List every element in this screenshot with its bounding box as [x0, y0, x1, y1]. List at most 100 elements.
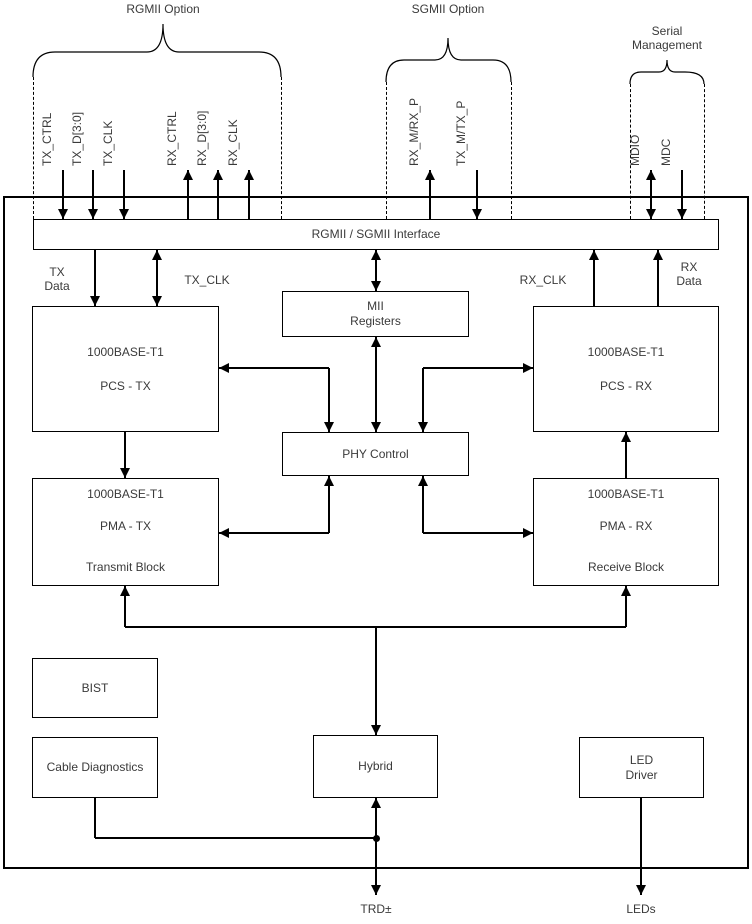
- trd-label: TRD±: [360, 902, 392, 916]
- cable-diagnostics-block: Cable Diagnostics: [32, 737, 158, 798]
- serial-boundary-right: [704, 84, 705, 219]
- mdio-arrowhead-up: [646, 170, 656, 180]
- pcs-tx-block: 1000BASE-T1 PCS - TX: [32, 306, 219, 432]
- led-driver-arrowhead: [636, 885, 646, 895]
- tx-d-line: [92, 170, 94, 219]
- bus-pma-rx-arrowhead: [621, 586, 631, 596]
- cable-diag-vline: [94, 798, 96, 838]
- rx-m-rx-p-line: [429, 170, 431, 219]
- mdio-line: [650, 170, 652, 219]
- pcs-tx-phy-vline: [328, 368, 330, 432]
- pcs-pma-tx-arrowhead: [120, 468, 130, 478]
- mdc-line: [681, 170, 683, 219]
- rgmii-option-label: RGMII Option: [126, 2, 200, 16]
- signal-label-mdc: MDC: [659, 138, 673, 166]
- pcs-pma-tx-line: [124, 432, 126, 478]
- phy-pcs-rx-arrowhead-right: [523, 363, 533, 373]
- mdc-arrowhead: [677, 209, 687, 219]
- interface-mii-arrowhead-down: [371, 281, 381, 291]
- phy-pma-rx-arrowhead-right: [523, 528, 533, 538]
- phy-pma-rx-hline: [423, 532, 533, 534]
- rx-data-label: RX Data: [676, 260, 702, 288]
- serial-management-line1: Serial: [651, 24, 683, 38]
- phy-pma-rx-vline: [422, 476, 424, 533]
- rx-clk-line: [248, 170, 250, 219]
- phy-pcs-rx-hline: [423, 367, 533, 369]
- sgmii-option-label: SGMII Option: [411, 2, 485, 16]
- tx-d-arrowhead: [88, 209, 98, 219]
- rgmii-boundary-right: [281, 77, 282, 219]
- rx-clk-arrowhead: [244, 170, 254, 180]
- leds-label: LEDs: [626, 902, 656, 916]
- rx-ctrl-arrowhead: [183, 170, 193, 180]
- signal-label-tx-m-tx-p: TX_M/TX_P: [454, 100, 468, 166]
- rx-data-line: [657, 250, 659, 306]
- tx-clk-line: [123, 170, 125, 219]
- rgmii-sgmii-interface-label: RGMII / SGMII Interface: [311, 227, 441, 241]
- bus-pma-rx-line: [625, 586, 627, 627]
- tx-m-tx-p-line: [476, 170, 478, 219]
- signal-label-tx-ctrl: TX_CTRL: [40, 112, 54, 166]
- pcs-tx-phy-hline: [219, 367, 329, 369]
- mii-phy-arrowhead-down: [371, 422, 381, 432]
- rx-m-rx-p-arrowhead: [425, 170, 435, 180]
- phy-control-block: PHY Control: [282, 432, 469, 476]
- mii-phy-arrowhead-up: [371, 337, 381, 347]
- hybrid-trd-line: [375, 798, 377, 895]
- rx-d-line: [217, 170, 219, 219]
- interface-mii-line: [375, 250, 377, 291]
- sgmii-brace: [385, 37, 512, 83]
- pcs-tx-phy-arrowhead-left: [219, 363, 229, 373]
- tx-ctrl-line: [62, 170, 64, 219]
- bus-hybrid-line: [375, 627, 377, 735]
- pma-pcs-rx-arrowhead: [621, 432, 631, 442]
- bist-block: BIST: [32, 658, 158, 718]
- tx-m-tx-p-arrowhead: [472, 209, 482, 219]
- tx-clk-connector-arrowhead-up: [152, 250, 162, 260]
- pma-rx-block: 1000BASE-T1 PMA - RX Receive Block: [533, 478, 719, 586]
- group-braces: [32, 23, 705, 85]
- rgmii-boundary-left: [33, 77, 34, 219]
- cable-diag-hline: [95, 837, 376, 839]
- bus-hybrid-arrowhead: [371, 725, 381, 735]
- pma-pcs-rx-line: [625, 432, 627, 478]
- phy-pcs-rx-vline: [422, 368, 424, 432]
- bus-pma-tx-line: [124, 586, 126, 627]
- phy-pcs-rx-arrowhead-down: [418, 422, 428, 432]
- rx-clk-inner-label: RX_CLK: [519, 273, 567, 287]
- pcs-rx-block: 1000BASE-T1 PCS - RX: [533, 306, 719, 432]
- pma-tx-block: 1000BASE-T1 PMA - TX Transmit Block: [32, 478, 219, 586]
- rgmii-sgmii-interface-block: RGMII / SGMII Interface: [33, 219, 719, 250]
- tx-data-line: [94, 250, 96, 306]
- pcs-tx-phy-arrowhead-down: [324, 422, 334, 432]
- signal-label-tx-d: TX_D[3:0]: [70, 111, 84, 166]
- tx-data-arrowhead: [90, 296, 100, 306]
- mdio-arrowhead-down: [646, 209, 656, 219]
- rx-clk-connector-arrowhead: [589, 250, 599, 260]
- phy-pma-tx-hline: [219, 532, 329, 534]
- signal-label-mdio: MDIO: [628, 134, 642, 166]
- tx-clk-arrowhead: [119, 209, 129, 219]
- signal-label-rx-ctrl: RX_CTRL: [165, 111, 179, 166]
- serial-management-brace: [629, 59, 705, 85]
- serial-management-label: Serial Management: [617, 24, 717, 52]
- tx-clk-inner-label: TX_CLK: [184, 273, 230, 287]
- phy-pma-tx-arrowhead-left: [219, 528, 229, 538]
- tx-ctrl-arrowhead: [58, 209, 68, 219]
- signal-label-rx-clk: RX_CLK: [226, 119, 240, 166]
- hybrid-block: Hybrid: [313, 735, 438, 798]
- led-driver-line: [640, 798, 642, 895]
- signal-label-tx-clk: TX_CLK: [101, 120, 115, 166]
- serial-boundary-left: [630, 84, 631, 219]
- phy-pma-rx-arrowhead-up: [418, 476, 428, 486]
- interface-mii-arrowhead-up: [371, 250, 381, 260]
- signal-label-rx-d: RX_D[3:0]: [195, 110, 209, 166]
- rx-ctrl-line: [187, 170, 189, 219]
- rx-data-arrowhead: [653, 250, 663, 260]
- bus-pma-tx-arrowhead: [120, 586, 130, 596]
- mii-phy-line: [375, 337, 377, 432]
- rx-d-arrowhead: [213, 170, 223, 180]
- led-driver-block: LED Driver: [579, 737, 704, 798]
- sgmii-boundary-right: [511, 82, 512, 219]
